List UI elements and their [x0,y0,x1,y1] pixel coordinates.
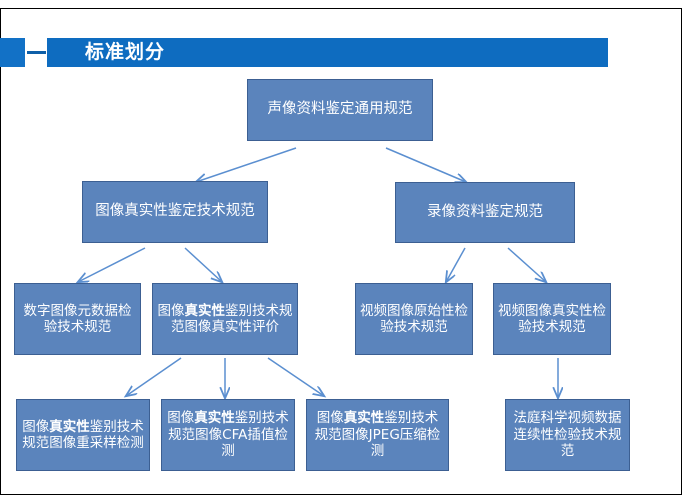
arrow-l2right-to-l3c [446,247,466,282]
node-video-authenticity-spec-label: 视频图像真实性检验技术规范 [498,302,606,335]
arrow-l2right-to-l3d [507,247,546,282]
node-video-originality-spec-label: 视频图像原始性检验技术规范 [360,302,468,335]
node-video-continuity-spec[interactable]: 法庭科学视频数据连续性检验技术规范 [505,399,630,471]
title-banner [0,38,608,67]
page-title: 标准划分 [85,41,166,63]
node-metadata-inspection-spec-label: 数字图像元数据检验技术规范 [23,302,132,335]
node-cfa-interpolation-detection[interactable]: 图像真实性鉴别技术规范图像CFA插值检测 [161,399,295,471]
arrow-l3b-to-l4c [267,357,324,396]
arrow-l3b-to-l4a [126,357,182,396]
node-image-authenticity-spec-label: 图像真实性鉴定技术规范 [95,203,255,220]
node-image-authenticity-evaluation-label: 图像真实性鉴别技术规范图像真实性评价 [157,302,293,335]
node-video-material-spec[interactable]: 录像资料鉴定规范 [395,182,575,243]
arrow-l2left-to-l3a [78,247,146,282]
node-jpeg-compression-detection[interactable]: 图像真实性鉴别技术规范图像JPEG压缩检测 [306,399,449,471]
node-video-originality-spec[interactable]: 视频图像原始性检验技术规范 [355,283,473,355]
arrow-l2left-to-l3b [184,247,222,282]
node-metadata-inspection-spec[interactable]: 数字图像元数据检验技术规范 [14,283,141,355]
node-jpeg-compression-detection-label: 图像真实性鉴别技术规范图像JPEG压缩检测 [314,410,441,460]
node-resampling-detection[interactable]: 图像真实性鉴别技术规范图像重采样检测 [16,399,150,471]
node-root[interactable]: 声像资料鉴定通用规范 [247,79,433,141]
node-resampling-detection-label: 图像真实性鉴别技术规范图像重采样检测 [22,418,144,451]
arrow-root-to-right [385,147,466,182]
node-video-continuity-spec-label: 法庭科学视频数据连续性检验技术规范 [513,410,622,460]
node-root-label: 声像资料鉴定通用规范 [267,101,413,118]
title-accent-dash [27,51,46,54]
node-video-authenticity-spec[interactable]: 视频图像真实性检验技术规范 [493,283,611,355]
arrow-root-to-left [196,147,297,182]
node-video-material-spec-label: 录像资料鉴定规范 [427,203,543,220]
node-image-authenticity-spec[interactable]: 图像真实性鉴定技术规范 [82,181,268,243]
node-image-authenticity-evaluation[interactable]: 图像真实性鉴别技术规范图像真实性评价 [152,283,298,355]
node-cfa-interpolation-detection-label: 图像真实性鉴别技术规范图像CFA插值检测 [167,410,289,460]
